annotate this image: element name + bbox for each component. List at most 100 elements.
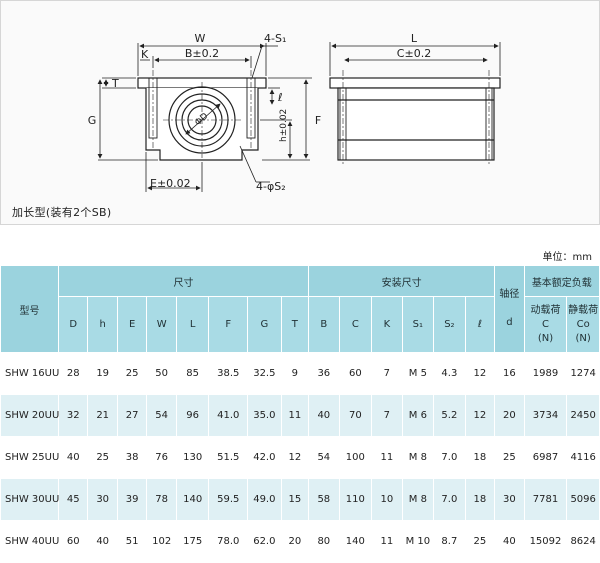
- table-cell: 25: [494, 436, 525, 479]
- model-cell: SHW 25UU: [0, 436, 59, 479]
- table-cell: 60: [57, 520, 89, 563]
- table-cell: 4116: [566, 436, 600, 479]
- spec-table: 型号 尺寸 安装尺寸 轴径 d 基本额定负载 D h E W L F G T B…: [0, 265, 600, 563]
- dim-label-h: h±0.02: [279, 109, 289, 142]
- table-cell: 100: [338, 436, 373, 479]
- table-cell: 25: [87, 436, 118, 479]
- table-cell: 175: [175, 520, 210, 563]
- table-cell: 7.0: [433, 478, 466, 521]
- header-col: C: [338, 296, 373, 353]
- table-cell: 3734: [523, 394, 568, 437]
- header-col: S₁: [401, 296, 435, 353]
- table-cell: 51.5: [208, 436, 249, 479]
- header-static-unit: (N): [575, 332, 591, 344]
- table-cell: 39: [116, 478, 148, 521]
- table-cell: 7: [371, 394, 403, 437]
- model-cell: SHW 40UU: [0, 520, 59, 563]
- header-static-load: 静载荷 Co (N): [566, 296, 600, 353]
- table-cell: 11: [371, 520, 403, 563]
- table-cell: M 10: [401, 520, 435, 563]
- table-cell: M 8: [401, 478, 435, 521]
- table-cell: 21: [87, 394, 118, 437]
- table-cell: 54: [308, 436, 340, 479]
- dim-label-s1: 4-S₁: [264, 32, 286, 45]
- table-cell: 27: [116, 394, 148, 437]
- drawing-svg: W 4-S₁ K B±0.2 T G ℓ h±0.02 F ΦD E±0.02 …: [88, 32, 501, 193]
- header-load: 基本额定负载: [523, 265, 600, 297]
- header-col: G: [247, 296, 282, 353]
- header-col: L: [175, 296, 210, 353]
- dim-label-k: K: [141, 48, 149, 61]
- dim-label-t: T: [111, 77, 119, 90]
- model-cell: SHW 30UU: [0, 478, 59, 521]
- table-cell: 30: [87, 478, 118, 521]
- front-view: [137, 70, 267, 161]
- table-cell: 45: [57, 478, 89, 521]
- header-col: ℓ: [464, 296, 496, 353]
- table-cell: 51: [116, 520, 148, 563]
- dim-label-s2: 4-φS₂: [256, 180, 286, 193]
- table-cell: 38: [116, 436, 148, 479]
- table-cell: 40: [87, 520, 118, 563]
- header-install: 安装尺寸: [308, 265, 496, 297]
- dim-label-l: ℓ: [277, 91, 283, 104]
- table-cell: 96: [175, 394, 210, 437]
- table-cell: 40: [308, 394, 340, 437]
- table-cell: 18: [464, 478, 496, 521]
- front-view-labels: W 4-S₁ K B±0.2 T G ℓ h±0.02 F ΦD E±0.02 …: [88, 32, 321, 193]
- table-cell: 2450: [566, 394, 600, 437]
- table-cell: 38.5: [208, 352, 249, 395]
- table-cell: 12: [280, 436, 310, 479]
- table-cell: M 8: [401, 436, 435, 479]
- table-cell: 49.0: [247, 478, 282, 521]
- header-dynamic-unit: (N): [537, 332, 554, 344]
- table-cell: 7781: [523, 478, 568, 521]
- table-cell: 8624: [566, 520, 600, 563]
- table-cell: 8.7: [433, 520, 466, 563]
- dim-label-b: B±0.2: [185, 47, 219, 60]
- table-cell: M 5: [401, 352, 435, 395]
- dim-label-w: W: [195, 32, 206, 45]
- header-col: E: [116, 296, 148, 353]
- table-header: 型号 尺寸 安装尺寸 轴径 d 基本额定负载 D h E W L F G T B…: [0, 265, 600, 353]
- table-cell: 85: [175, 352, 210, 395]
- table-cell: 15092: [523, 520, 568, 563]
- table-cell: 32.5: [247, 352, 282, 395]
- table-cell: 42.0: [247, 436, 282, 479]
- header-col: S₂: [433, 296, 466, 353]
- header-col: T: [280, 296, 310, 353]
- table-cell: 54: [146, 394, 177, 437]
- header-static-symbol: Co: [576, 318, 590, 330]
- table-cell: 36: [308, 352, 340, 395]
- header-shaft-label: 轴径: [499, 289, 520, 300]
- header-static-label: 静载荷: [568, 304, 599, 316]
- table-cell: 9: [280, 352, 310, 395]
- table-cell: 10: [371, 478, 403, 521]
- drawing-caption: 加长型(装有2个SB): [12, 206, 112, 219]
- table-cell: 62.0: [247, 520, 282, 563]
- table-cell: M 6: [401, 394, 435, 437]
- header-dynamic-label: 动载荷: [530, 304, 561, 316]
- header-shaft-sub: d: [506, 317, 513, 328]
- technical-drawing: W 4-S₁ K B±0.2 T G ℓ h±0.02 F ΦD E±0.02 …: [0, 0, 600, 225]
- table-cell: 41.0: [208, 394, 249, 437]
- header-col: h: [87, 296, 118, 353]
- model-cell: SHW 20UU: [0, 394, 59, 437]
- table-cell: 12: [464, 352, 496, 395]
- table-cell: 1274: [566, 352, 600, 395]
- table-cell: 102: [146, 520, 177, 563]
- header-col: B: [308, 296, 340, 353]
- table-cell: 18: [464, 436, 496, 479]
- dim-label-e: E±0.02: [150, 177, 191, 190]
- table-cell: 110: [338, 478, 373, 521]
- table-cell: 28: [57, 352, 89, 395]
- table-cell: 15: [280, 478, 310, 521]
- table-cell: 5.2: [433, 394, 466, 437]
- table-cell: 19: [87, 352, 118, 395]
- table-cell: 50: [146, 352, 177, 395]
- table-cell: 58: [308, 478, 340, 521]
- table-cell: 16: [494, 352, 525, 395]
